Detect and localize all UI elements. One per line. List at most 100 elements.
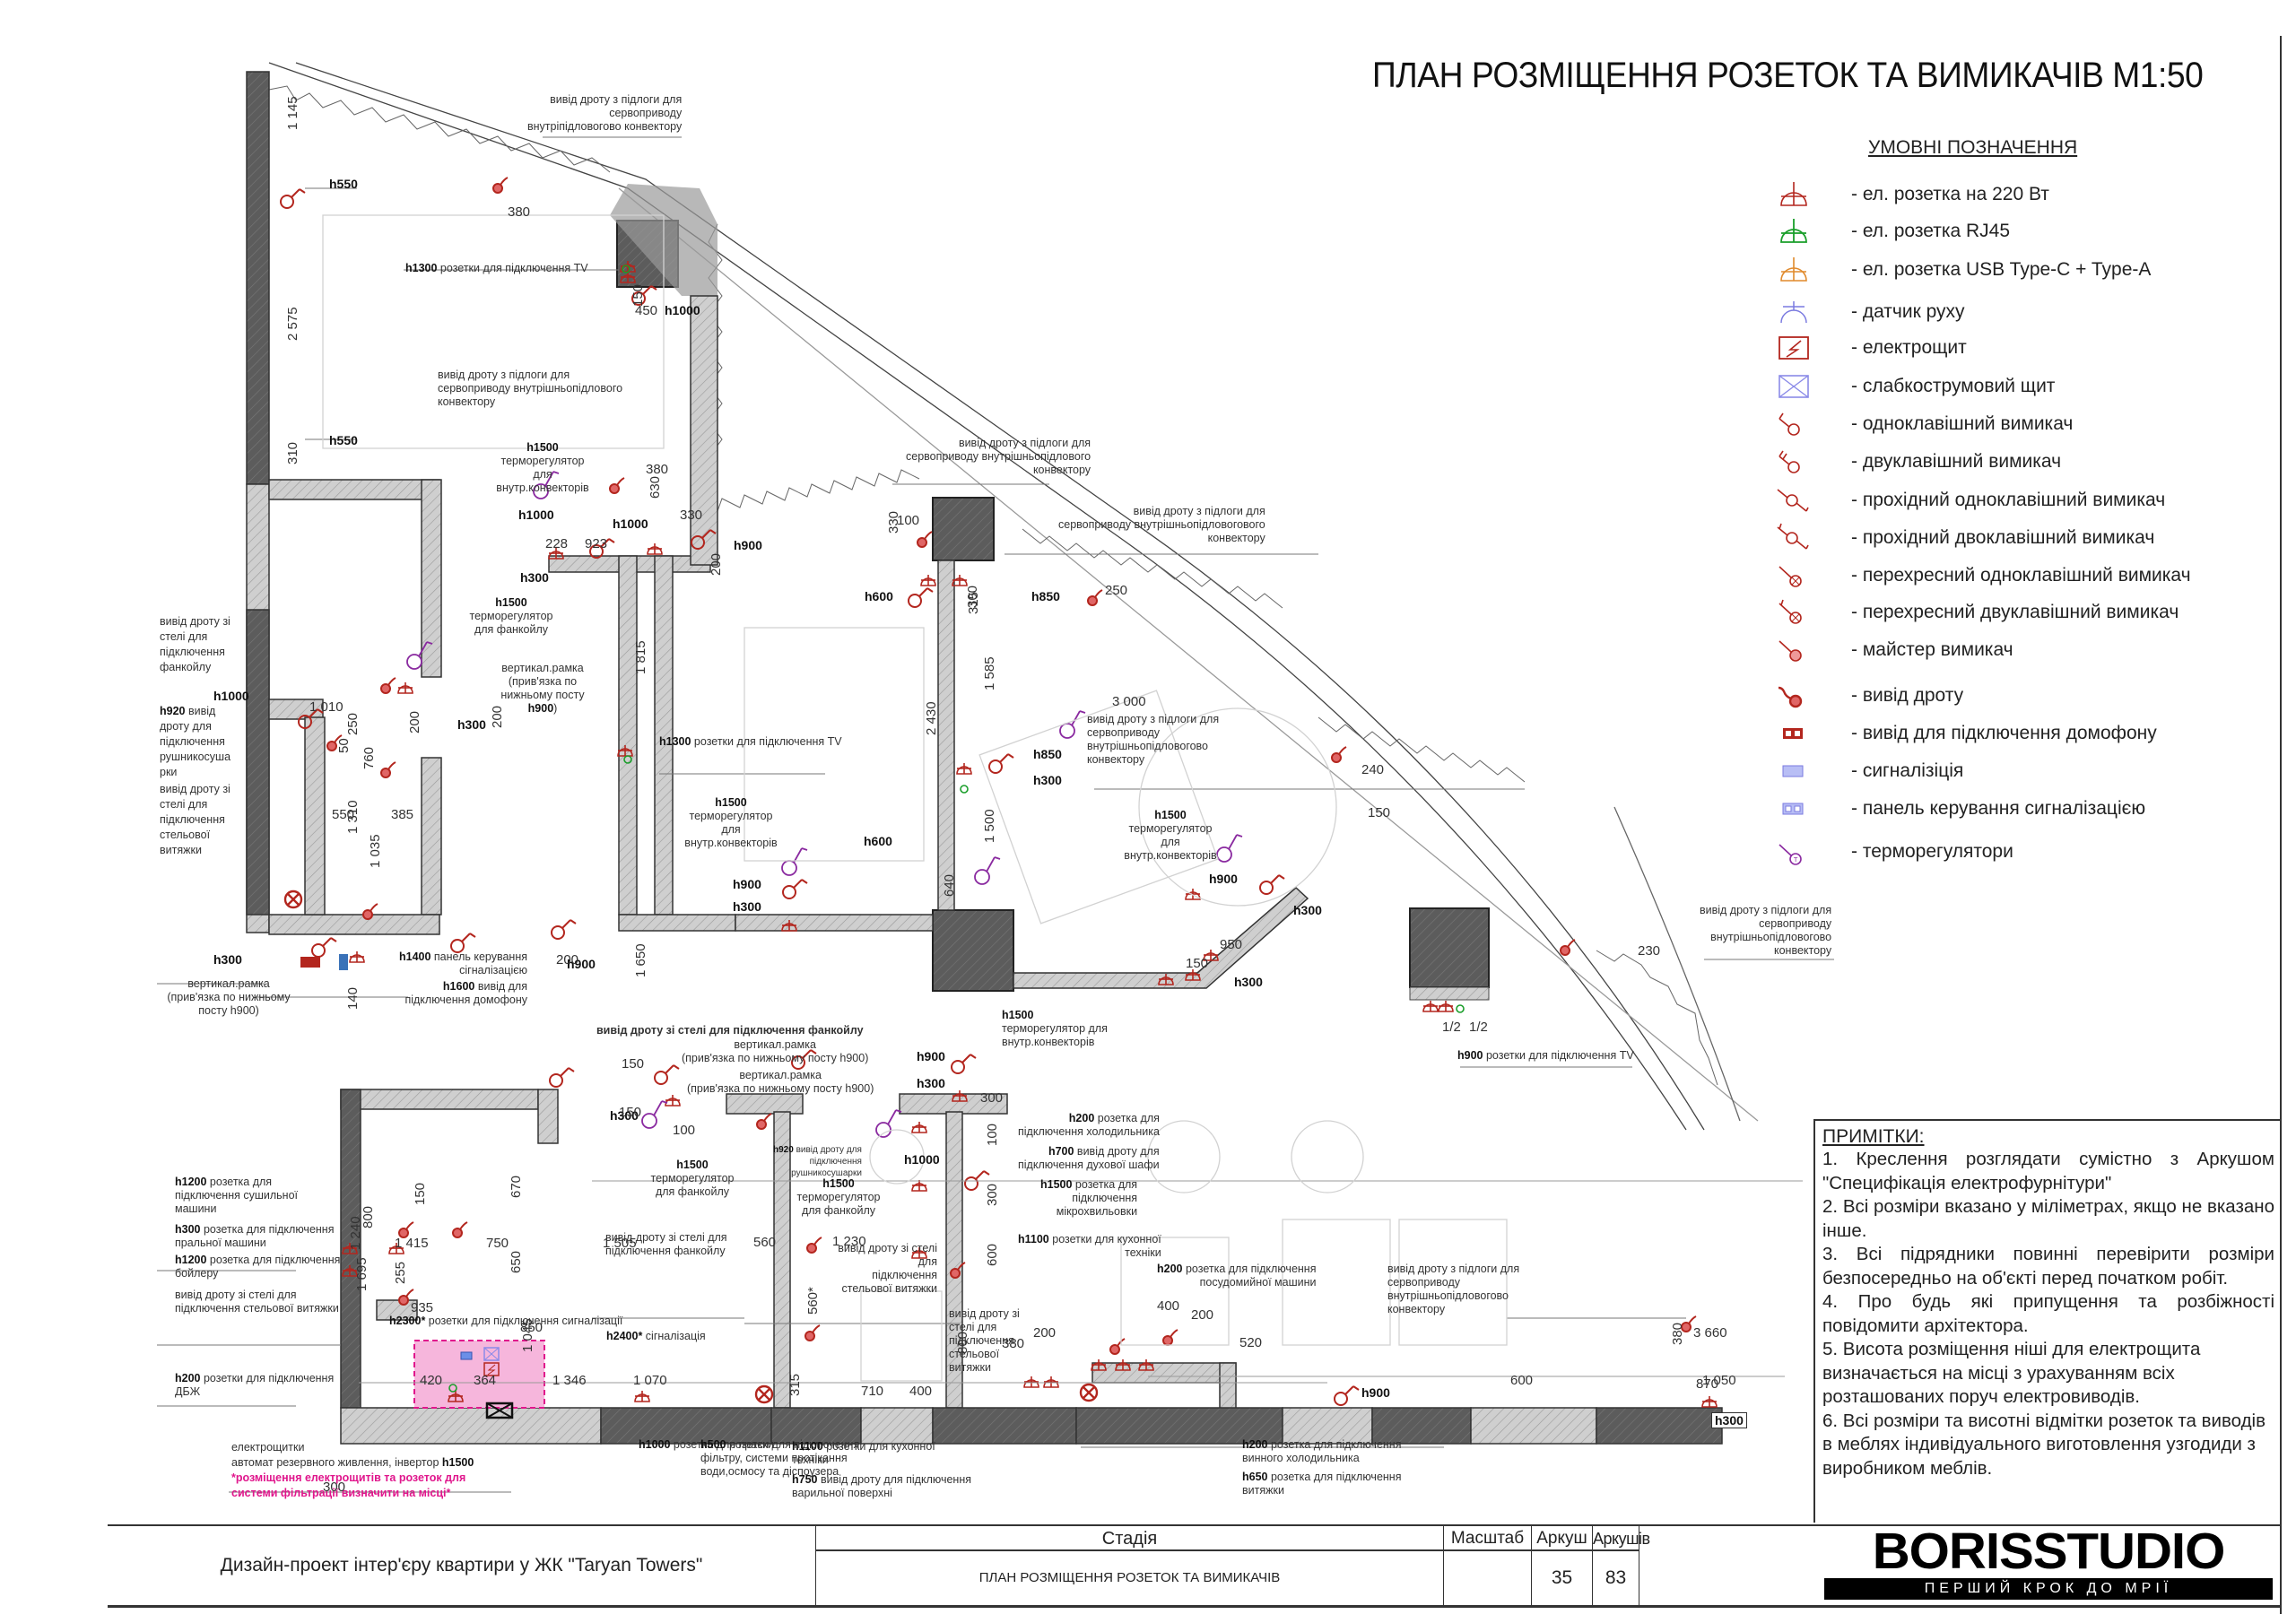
annotation-text: вивід для підключення домофону	[404, 980, 527, 1006]
legend-label: - двуклавішний вимикач	[1851, 451, 2062, 472]
height-mark: h1000	[213, 689, 249, 703]
height-mark: h1100	[1018, 1233, 1049, 1245]
dimension-label: 1 650	[633, 943, 648, 977]
legend-label: - вивід дроту	[1851, 685, 1964, 706]
alarm-symbol	[460, 1351, 473, 1360]
panel-note-warning-2: системи фільтрації визначити на місці*	[231, 1487, 451, 1499]
legend-label: - ел. розетка USB Type-C + Type-A	[1851, 259, 2152, 280]
note-item: 2. Всі розміри вказано у міліметрах, якщ…	[1822, 1196, 2274, 1241]
dimension-label: 380	[1002, 1336, 1025, 1351]
height-mark: h1000	[639, 1438, 671, 1451]
annotation: h300 розетка для підключення пральної ма…	[175, 1223, 334, 1250]
legend-item: - вивід дроту	[1758, 678, 2278, 714]
annotation: вивід дроту з підлоги для сервоприводу в…	[527, 93, 682, 134]
dimension-label: 100	[673, 1123, 696, 1138]
height-mark: h1500	[822, 1177, 855, 1190]
electrical-panel-icon	[1758, 330, 1830, 366]
socket-usb-icon	[1758, 252, 1830, 288]
dimension-label: 640	[942, 873, 957, 897]
annotation: h1100 розетки для кухонної техніки	[1018, 1233, 1161, 1260]
legend-item: - прохідний одноклавішний вимикач	[1758, 482, 2278, 518]
height-mark: h600	[865, 589, 893, 603]
dimension-label: 300	[965, 585, 980, 608]
sheet-number: 35	[1532, 1551, 1593, 1605]
electrical-panel-symbol	[483, 1362, 500, 1376]
socket-220v-icon	[1758, 177, 1830, 213]
dimension-label: 150	[619, 1105, 642, 1120]
annotation: вивід дроту з підлоги для сервоприводу в…	[1387, 1263, 1520, 1315]
annotation: h900 розетки для підключення TV	[1457, 1049, 1634, 1063]
dimension-label: 2 430	[924, 701, 939, 735]
dimension-label: 420	[420, 1373, 443, 1388]
panel-note-warning-1: *розміщення електрощитів та розеток для	[231, 1471, 466, 1484]
single-switch-icon	[1758, 406, 1830, 442]
dimension-label: 200	[407, 710, 422, 733]
low-current-panel-icon	[1758, 369, 1830, 404]
notes-panel: ПРИМІТКИ: 1. Креслення розглядати суміст…	[1813, 1119, 2280, 1523]
height-mark: h1100	[792, 1440, 823, 1453]
annotation-text: розетки для підключення сигналізації	[425, 1315, 623, 1327]
dimension-label: 2 575	[285, 307, 300, 341]
annotation-text: терморегулятор для внутр.конвекторів	[684, 810, 778, 849]
dimension-label: 1 230	[832, 1234, 866, 1249]
annotation: h1200 розетка для підключення сушильної …	[175, 1176, 298, 1216]
alarm-icon	[1758, 753, 1830, 789]
intercom-outlet-icon	[1758, 716, 1830, 751]
dimension-label: 600	[985, 1243, 1000, 1266]
scale-value	[1444, 1551, 1532, 1605]
height-mark: h1300	[659, 735, 691, 748]
legend-item: - слабкострумовий щит	[1758, 369, 2278, 404]
annotation: вертикал.рамка (прив'язка по нижньому по…	[682, 1038, 869, 1064]
drawing-title: ПЛАН РОЗМІЩЕННЯ РОЗЕТОК ТА ВИМИКАЧІВ М1:…	[1372, 56, 2204, 95]
electrical-panel-zone	[413, 1340, 545, 1409]
legend-item: - сигналізіція	[1758, 753, 2278, 789]
thermostat-icon: T	[1758, 834, 1830, 870]
height-mark: h1200	[175, 1254, 207, 1266]
dimension-label: 1 010	[309, 699, 344, 715]
annotation: h2400* сігналізація	[606, 1330, 706, 1343]
height-mark: h300	[1711, 1412, 1747, 1428]
dimension-label: 1/2	[1442, 1020, 1461, 1035]
dimension-label: 850	[520, 1320, 544, 1335]
dimension-label: 315	[787, 1373, 803, 1396]
dimension-label: 3 660	[1693, 1325, 1727, 1341]
facade-glazing	[268, 62, 1759, 1131]
annotation-text: розетка для підключення бойлеру	[175, 1254, 341, 1280]
dimension-label: 1 050	[1702, 1373, 1736, 1388]
annotation: вивід дроту з підлоги для сервоприводу в…	[1700, 904, 1832, 957]
rj45-symbols	[448, 265, 1465, 1393]
stage-label: Стадія	[816, 1526, 1444, 1551]
annotation: h200 розетка для підключення посудомийно…	[1157, 1263, 1316, 1289]
dimension-label: 1 415	[395, 1236, 429, 1251]
dimension-label: 1 505	[603, 1236, 637, 1251]
annotation: h1000 розетка для праски	[639, 1438, 774, 1452]
legend-label: - ел. розетка на 220 Вт	[1851, 184, 2049, 204]
annotation-text: розетки для підключення ДБЖ	[175, 1372, 335, 1398]
height-mark: h1500	[1040, 1178, 1073, 1191]
dimension-label: 150	[1368, 805, 1391, 820]
dimension-label: 300	[323, 1480, 346, 1495]
dimension-label: 1 145	[285, 96, 300, 130]
annotation-text: терморегулятор для фанкойлу	[796, 1191, 881, 1217]
height-mark: h600	[864, 834, 892, 848]
floor-plan	[157, 62, 1834, 1493]
legend-label: - прохідний одноклавішний вимикач	[1851, 490, 2166, 510]
annotation-text: панель керування сігналізацією	[433, 950, 527, 976]
height-mark: h850	[1031, 589, 1060, 603]
annotation-text: терморегулятор для фанкойлу	[650, 1172, 735, 1198]
dimension-label: 240	[1361, 762, 1385, 777]
height-mark: h900	[734, 538, 762, 552]
master-switch-icon	[1758, 632, 1830, 668]
title-block: Дизайн-проект інтер'єру квартири у ЖК "T…	[108, 1524, 2280, 1608]
dimension-label: 600	[1510, 1373, 1534, 1388]
annotation-text: вивід дроту для підключення рушникосуша …	[160, 705, 231, 778]
height-mark: h300	[1033, 773, 1062, 787]
annotation-text: розетки для підключення фільтру, системи…	[700, 1438, 860, 1478]
height-mark: h1000	[665, 303, 700, 317]
annotation: вивід дроту зі стелі для підключення фан…	[605, 1231, 727, 1257]
legend-label: - датчик руху	[1851, 301, 1965, 322]
cross-single-switch-icon	[1758, 558, 1830, 594]
height-mark: h200	[1068, 1112, 1095, 1124]
